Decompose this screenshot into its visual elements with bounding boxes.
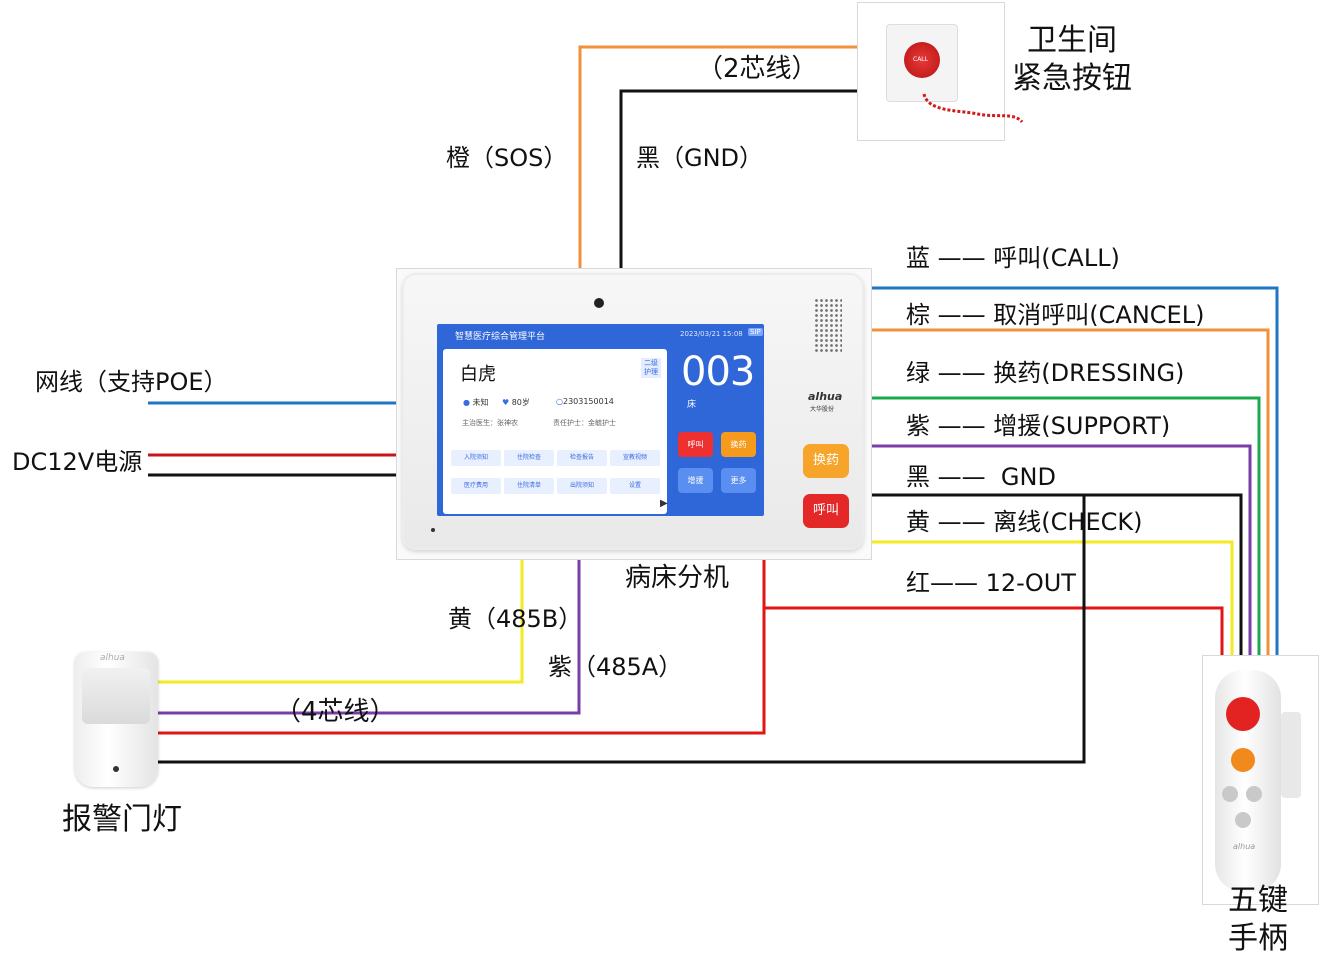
emergency-button-title: 卫生间 紧急按钮 [1012, 23, 1132, 96]
brand-sub: 大华股份 [810, 406, 835, 413]
wire-legend-dressing: 绿 —— 换药(DRESSING) [906, 359, 1185, 387]
attending-doctor: 主治医生：张神农 [462, 419, 518, 427]
wire-green-dressing [870, 396, 1261, 655]
patient-gender: ● 未知 [463, 398, 489, 407]
emergency-call-text: CALL [913, 56, 928, 63]
care-level-badge: 二级护理 [641, 358, 661, 378]
responsible-nurse: 责任护士：金毓护士 [553, 419, 616, 427]
brand-logo: alhua [808, 390, 843, 403]
door-lamp-title: 报警门灯 [62, 802, 182, 837]
orange-sos-label: 橙（SOS） [446, 144, 568, 172]
black-gnd-label: 黑（GND） [636, 144, 764, 172]
main-unit-title: 病床分机 [625, 563, 730, 593]
two-core-label: （2芯线） [697, 54, 818, 84]
wire-purple-485a [158, 549, 581, 715]
bed-label: 床 [687, 400, 697, 410]
power-label: DC12V电源 [12, 448, 143, 476]
handset-brand-logo: alhua [1233, 842, 1256, 851]
patient-age: ♥ 80岁 [502, 398, 530, 407]
menu-item[interactable]: 检查报告 [557, 450, 607, 466]
wire-legend-support: 紫 —— 增援(SUPPORT) [906, 412, 1171, 440]
speaker-grille-icon [814, 298, 842, 354]
microphone-icon [431, 528, 435, 532]
screen-change-button[interactable]: 换药 [721, 432, 756, 457]
lamp-brand-logo: alhua [100, 653, 125, 663]
handset-call-button [1226, 697, 1260, 731]
camera-icon [594, 298, 604, 308]
network-label: 网线（支持POE） [35, 368, 228, 396]
sip-badge: SIP [748, 328, 763, 336]
wire-blue-call [870, 286, 1279, 655]
wire-legend-check: 黄 —— 离线(CHECK) [906, 508, 1143, 536]
wire-yellow-check [870, 540, 1234, 655]
patient-id: ○2303150014 [556, 397, 614, 406]
screen-more-button[interactable]: 更多 [721, 468, 756, 493]
menu-item[interactable]: 入院须知 [451, 450, 501, 466]
menu-item[interactable]: 医疗费用 [451, 478, 501, 494]
wire-black-gnd-top [619, 89, 888, 272]
panel-call-button[interactable]: 呼叫 [803, 494, 849, 528]
panel-change-button[interactable]: 换药 [803, 444, 849, 478]
wire-black-gnd [870, 493, 1243, 655]
menu-item[interactable]: 出院须知 [557, 478, 607, 494]
handset-clip [1281, 712, 1301, 798]
emergency-call-button [904, 42, 940, 78]
screen-support-button[interactable]: 增援 [678, 468, 713, 493]
handset-title: 五键 手柄 [1228, 883, 1288, 956]
menu-item[interactable]: 住院检查 [504, 450, 554, 466]
handset-change-button [1231, 748, 1255, 772]
yellow-485b-label: 黄（485B） [448, 605, 583, 633]
screen-call-button[interactable]: 呼叫 [678, 432, 713, 457]
wire-red-12out [762, 548, 1224, 655]
menu-item[interactable]: 住院清单 [504, 478, 554, 494]
door-lamp-window [82, 668, 150, 724]
lamp-indicator-icon [113, 766, 119, 772]
wire-red-lamp [158, 608, 766, 735]
pull-cord-icon [922, 93, 1024, 124]
wire-yellow-485b [158, 549, 524, 684]
wire-legend-call: 蓝 —— 呼叫(CALL) [906, 244, 1120, 272]
wire-legend-gnd: 黑 —— GND [906, 463, 1056, 491]
wire-brown-cancel [870, 328, 1270, 655]
next-arrow-icon: ▶ [660, 498, 668, 509]
wire-legend-cancel: 棕 —— 取消呼叫(CANCEL) [906, 301, 1205, 329]
menu-item[interactable]: 宣教视频 [610, 450, 660, 466]
wire-orange-sos [578, 45, 888, 272]
screen-datetime: 2023/03/21 15:08 [680, 330, 743, 338]
wire-black-lamp [158, 495, 1086, 764]
wire-legend-12out: 红—— 12-OUT [906, 569, 1076, 597]
menu-item[interactable]: 设置 [610, 478, 660, 494]
four-core-label: （4芯线） [275, 697, 396, 727]
handset-grey-button [1246, 786, 1262, 802]
patient-name: 白虎 [460, 364, 496, 385]
handset-grey-button [1222, 786, 1238, 802]
bed-number: 003 [681, 349, 755, 395]
handset-grey-button [1235, 812, 1251, 828]
platform-title: 智慧医疗综合管理平台 [455, 332, 546, 342]
purple-485a-label: 紫（485A） [548, 653, 683, 681]
wire-purple-support [870, 444, 1252, 655]
